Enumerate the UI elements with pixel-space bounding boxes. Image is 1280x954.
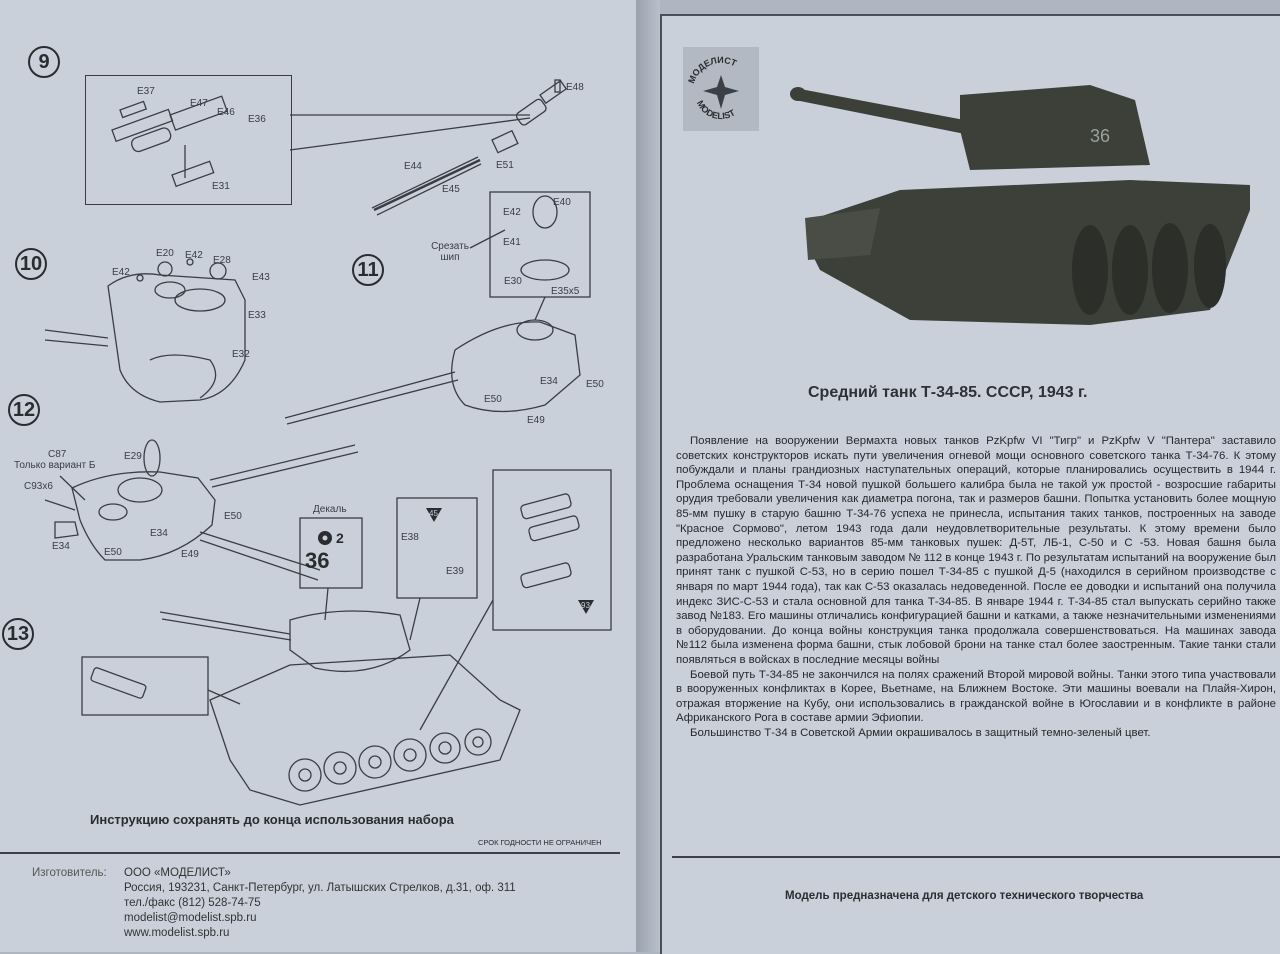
step-number-10: 10 bbox=[15, 248, 47, 280]
svg-text:36: 36 bbox=[1090, 126, 1110, 146]
part-label: E42 bbox=[112, 267, 130, 278]
decal-number: 36 bbox=[305, 548, 330, 573]
part-label: E42 bbox=[185, 250, 203, 261]
cut-pin-note: Срезать шип bbox=[431, 241, 469, 263]
compass-star-icon: МОДЕЛИСТ MODELIST bbox=[686, 55, 739, 121]
history-paragraph: Появление на вооружении Вермахта новых т… bbox=[676, 435, 1276, 666]
part-label: E28 bbox=[213, 255, 231, 266]
paint-code-badge: 45 bbox=[429, 509, 438, 518]
manufacturer-email: modelist@modelist.spb.ru bbox=[124, 912, 257, 924]
part-label: E35x5 bbox=[551, 286, 580, 297]
manufacturer-website: www.modelist.spb.ru bbox=[124, 927, 230, 939]
part-label: E45 bbox=[442, 184, 460, 195]
step-number-12: 12 bbox=[8, 394, 40, 426]
manufacturer-name: ООО «МОДЕЛИСТ» bbox=[124, 867, 231, 879]
footer-divider bbox=[672, 856, 1280, 858]
part-label: E34 bbox=[540, 376, 558, 387]
tank-title: Средний танк Т-34-85. СССР, 1943 г. bbox=[808, 384, 1088, 401]
save-instructions-notice: Инструкцию сохранять до конца использова… bbox=[90, 812, 454, 827]
paint-code-badge: 93 bbox=[581, 601, 590, 610]
age-note: Модель предназначена для детского технич… bbox=[785, 890, 1144, 902]
part-label: E46 bbox=[217, 107, 235, 118]
part-label: E50 bbox=[104, 547, 122, 558]
variant-b-note: Только вариант Б bbox=[14, 460, 96, 471]
history-page-right bbox=[660, 14, 1280, 954]
part-label: E30 bbox=[504, 276, 522, 287]
decal-label: Декаль bbox=[313, 504, 347, 515]
history-paragraph: Большинство Т-34 в Советской Армии окраш… bbox=[690, 726, 1151, 739]
manufacturer-phone: тел./факс (812) 528-74-75 bbox=[124, 897, 261, 909]
part-label: E41 bbox=[503, 237, 521, 248]
part-label: E20 bbox=[156, 248, 174, 259]
tank-photo: 36 bbox=[790, 85, 1250, 325]
page-gutter bbox=[636, 0, 660, 952]
part-label: E29 bbox=[124, 451, 142, 462]
shelf-life-note: СРОК ГОДНОСТИ НЕ ОГРАНИЧЕН bbox=[478, 838, 602, 847]
part-label: E47 bbox=[190, 98, 208, 109]
part-label: E48 bbox=[566, 82, 584, 93]
decal-count: 2 bbox=[336, 530, 344, 546]
assembly-line-art bbox=[44, 79, 612, 806]
footer-divider bbox=[0, 852, 620, 854]
history-paragraph: Боевой путь Т-34-85 не закончился на пол… bbox=[676, 668, 1276, 725]
part-label: E44 bbox=[404, 161, 422, 172]
step-9-subassembly-box bbox=[85, 75, 292, 205]
part-label: E49 bbox=[527, 415, 545, 426]
svg-text:МОДЕЛИСТ: МОДЕЛИСТ bbox=[686, 55, 738, 85]
manufacturer-label: Изготовитель: bbox=[32, 867, 107, 879]
part-label: E32 bbox=[232, 349, 250, 360]
part-label: E34 bbox=[52, 541, 70, 552]
part-label: C87 bbox=[48, 449, 67, 460]
manufacturer-block: Изготовитель: ООО «МОДЕЛИСТ» Россия, 1932… bbox=[32, 866, 516, 941]
part-label: E51 bbox=[496, 160, 514, 171]
part-label: E42 bbox=[503, 207, 521, 218]
svg-text:MODELIST: MODELIST bbox=[695, 99, 737, 121]
part-label: E50 bbox=[484, 394, 502, 405]
step-number-13: 13 bbox=[2, 618, 34, 650]
modelist-logo: МОДЕЛИСТ MODELIST bbox=[683, 47, 759, 131]
part-label: E49 bbox=[181, 549, 199, 560]
part-label: E50 bbox=[224, 511, 242, 522]
manufacturer-address: Россия, 193231, Санкт-Петербург, ул. Лат… bbox=[124, 882, 516, 894]
part-label: E50 bbox=[586, 379, 604, 390]
part-label: E38 bbox=[401, 532, 419, 543]
part-label: E34 bbox=[150, 528, 168, 539]
step-number-9: 9 bbox=[28, 46, 60, 78]
step-number-11: 11 bbox=[352, 254, 384, 286]
part-label: E31 bbox=[212, 181, 230, 192]
part-label: E37 bbox=[137, 86, 155, 97]
part-label: C93x6 bbox=[24, 481, 53, 492]
part-label: E33 bbox=[248, 310, 266, 321]
history-text: Появление на вооружении Вермахта новых т… bbox=[676, 434, 1276, 740]
part-label: E40 bbox=[553, 197, 571, 208]
part-label: E43 bbox=[252, 272, 270, 283]
part-label: E39 bbox=[446, 566, 464, 577]
part-label: E36 bbox=[248, 114, 266, 125]
